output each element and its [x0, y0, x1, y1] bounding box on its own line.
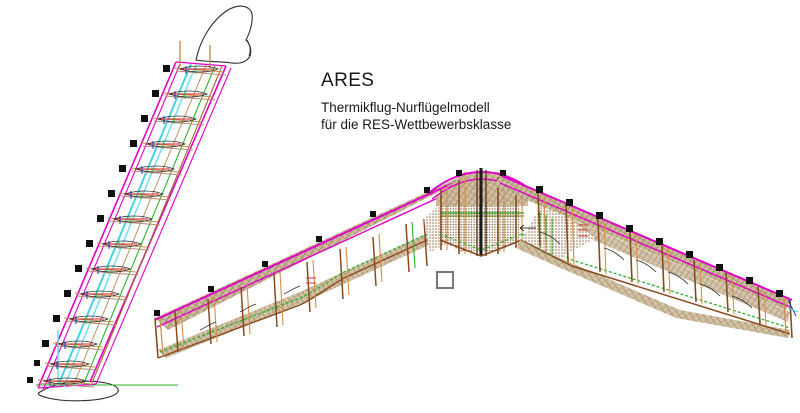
panel-trailing-edge-rail	[89, 65, 227, 383]
rib-station-marker	[108, 190, 115, 197]
origin-marker	[436, 271, 454, 289]
center-marker-right	[500, 170, 506, 176]
rib-station	[34, 360, 98, 371]
spar-brown-mid	[73, 64, 207, 385]
rib-station-marker	[152, 90, 159, 97]
rib-station	[141, 115, 205, 126]
rib-station-marker	[53, 315, 60, 322]
right-wing-dimension-ticks	[578, 224, 588, 237]
rib-station-marker	[64, 290, 71, 297]
right-wing-trailing-edge	[521, 239, 791, 335]
root-airfoil-outline	[37, 380, 119, 402]
flying-wing-planform-view	[154, 168, 799, 359]
panel-trailing-edge-rail-2	[95, 67, 232, 385]
left-wing-leading-edge-2	[156, 184, 467, 328]
rib-station-marker	[141, 115, 148, 122]
left-wing-trailing-edge-green-inner	[299, 217, 463, 299]
spar-cyan-upper	[57, 63, 192, 387]
rib-station	[64, 290, 128, 301]
panel-tip-chord-line	[175, 61, 227, 67]
right-wing-tip-accent-2	[787, 307, 799, 313]
model-name: ARES	[321, 70, 375, 91]
rib-station-marker	[130, 140, 137, 147]
wing-panel-isometric-view	[27, 5, 253, 402]
rib-station	[108, 190, 172, 201]
rib-station	[152, 90, 216, 101]
left-wing-ribs	[174, 218, 428, 353]
left-wing-trailing-edge-inner	[299, 223, 463, 306]
rib-station-marker	[163, 65, 170, 72]
right-wing-skin-lower	[516, 240, 790, 338]
rib-station	[27, 377, 95, 388]
rib-station	[163, 65, 227, 76]
center-bottom-apex	[439, 239, 523, 257]
right-wing-arrow-left	[519, 224, 536, 232]
left-wing-leading-edge	[154, 177, 465, 321]
rib-station-marker	[119, 165, 126, 172]
panel-leading-edge-rail	[37, 61, 177, 389]
right-wing-tip-rib	[783, 297, 787, 337]
panel-leading-edge-rail-2	[42, 63, 181, 391]
right-wing-tip-cap	[789, 299, 793, 339]
left-wing-skin-lower	[158, 220, 466, 358]
left-wing-edge-markers	[154, 187, 430, 316]
right-wing-edge-markers	[536, 186, 783, 297]
left-wing-tip-cap	[154, 317, 159, 359]
rib-station	[130, 140, 194, 151]
model-description-line-1: Thermikflug-Nurflügelmodell	[321, 100, 490, 115]
left-wing-annotations	[199, 285, 301, 331]
model-description-line-2: für die RES-Wettbewerbsklasse	[321, 117, 512, 132]
rib-station-marker	[86, 240, 93, 247]
rib-station-marker	[97, 215, 104, 222]
rib-station	[86, 240, 150, 251]
center-marker-left	[456, 170, 462, 176]
rib-station	[53, 315, 117, 326]
right-wing-ribs	[537, 191, 767, 327]
left-wing-dimension-ticks	[306, 277, 316, 284]
left-wing-tip-rib	[159, 317, 164, 357]
spar-cyan-lower	[63, 64, 197, 388]
rib-station	[42, 340, 106, 351]
right-wing-tip-accent	[787, 299, 797, 317]
panel-rib-stations	[27, 65, 227, 388]
rib-station	[97, 215, 161, 226]
rib-station-marker	[42, 340, 49, 347]
panel-root-chord-line	[37, 383, 97, 389]
tip-airfoil-inner-line	[246, 39, 251, 57]
rib-station-marker	[27, 377, 33, 383]
right-wing-annotations	[539, 231, 753, 309]
rib-station-marker	[75, 265, 82, 272]
title-block: ARES Thermikflug-Nurflügelmodell für die…	[321, 70, 581, 133]
rib-station	[119, 165, 183, 176]
rib-station-marker	[34, 360, 40, 366]
rib-station	[75, 265, 139, 276]
tip-airfoil-outline	[195, 5, 253, 64]
right-wing-leading-edge-2	[499, 182, 791, 308]
right-wing-leading-edge	[501, 175, 793, 301]
